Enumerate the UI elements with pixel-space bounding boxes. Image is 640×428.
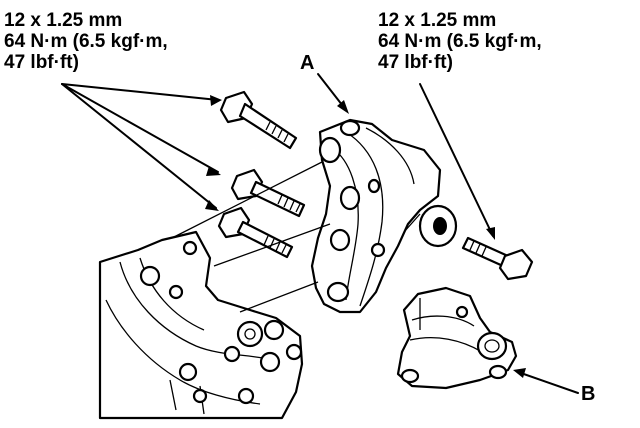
bolt-lower: [217, 206, 294, 259]
torque-spec-left-imperial: 47 lbf·ft): [4, 52, 79, 73]
callout-a-leader: [317, 73, 349, 114]
mount-b: [396, 286, 518, 390]
callout-b-label: B: [581, 383, 596, 405]
right-spec-leader: [419, 83, 495, 240]
transmission-housing: [98, 230, 304, 420]
bolt-right: [461, 236, 534, 281]
torque-spec-left: 12 x 1.25 mm 64 N·m (6.5 kgf·m, 47 lbf·f…: [4, 10, 168, 73]
torque-spec-right-torque: 64 N·m (6.5 kgf·m,: [378, 31, 542, 52]
torque-spec-left-size: 12 x 1.25 mm: [4, 10, 123, 31]
callout-a-label: A: [300, 52, 315, 74]
torque-spec-right-size: 12 x 1.25 mm: [378, 10, 497, 31]
alignment-lines: [171, 161, 331, 313]
torque-spec-left-torque: 64 N·m (6.5 kgf·m,: [4, 31, 168, 52]
torque-spec-right: 12 x 1.25 mm 64 N·m (6.5 kgf·m, 47 lbf·f…: [378, 10, 542, 73]
bracket-a: [310, 118, 458, 314]
left-spec-leaders: [61, 83, 222, 211]
torque-spec-right-imperial: 47 lbf·ft): [378, 52, 453, 73]
bolt-upper: [219, 90, 298, 150]
callout-b-leader: [513, 368, 579, 394]
